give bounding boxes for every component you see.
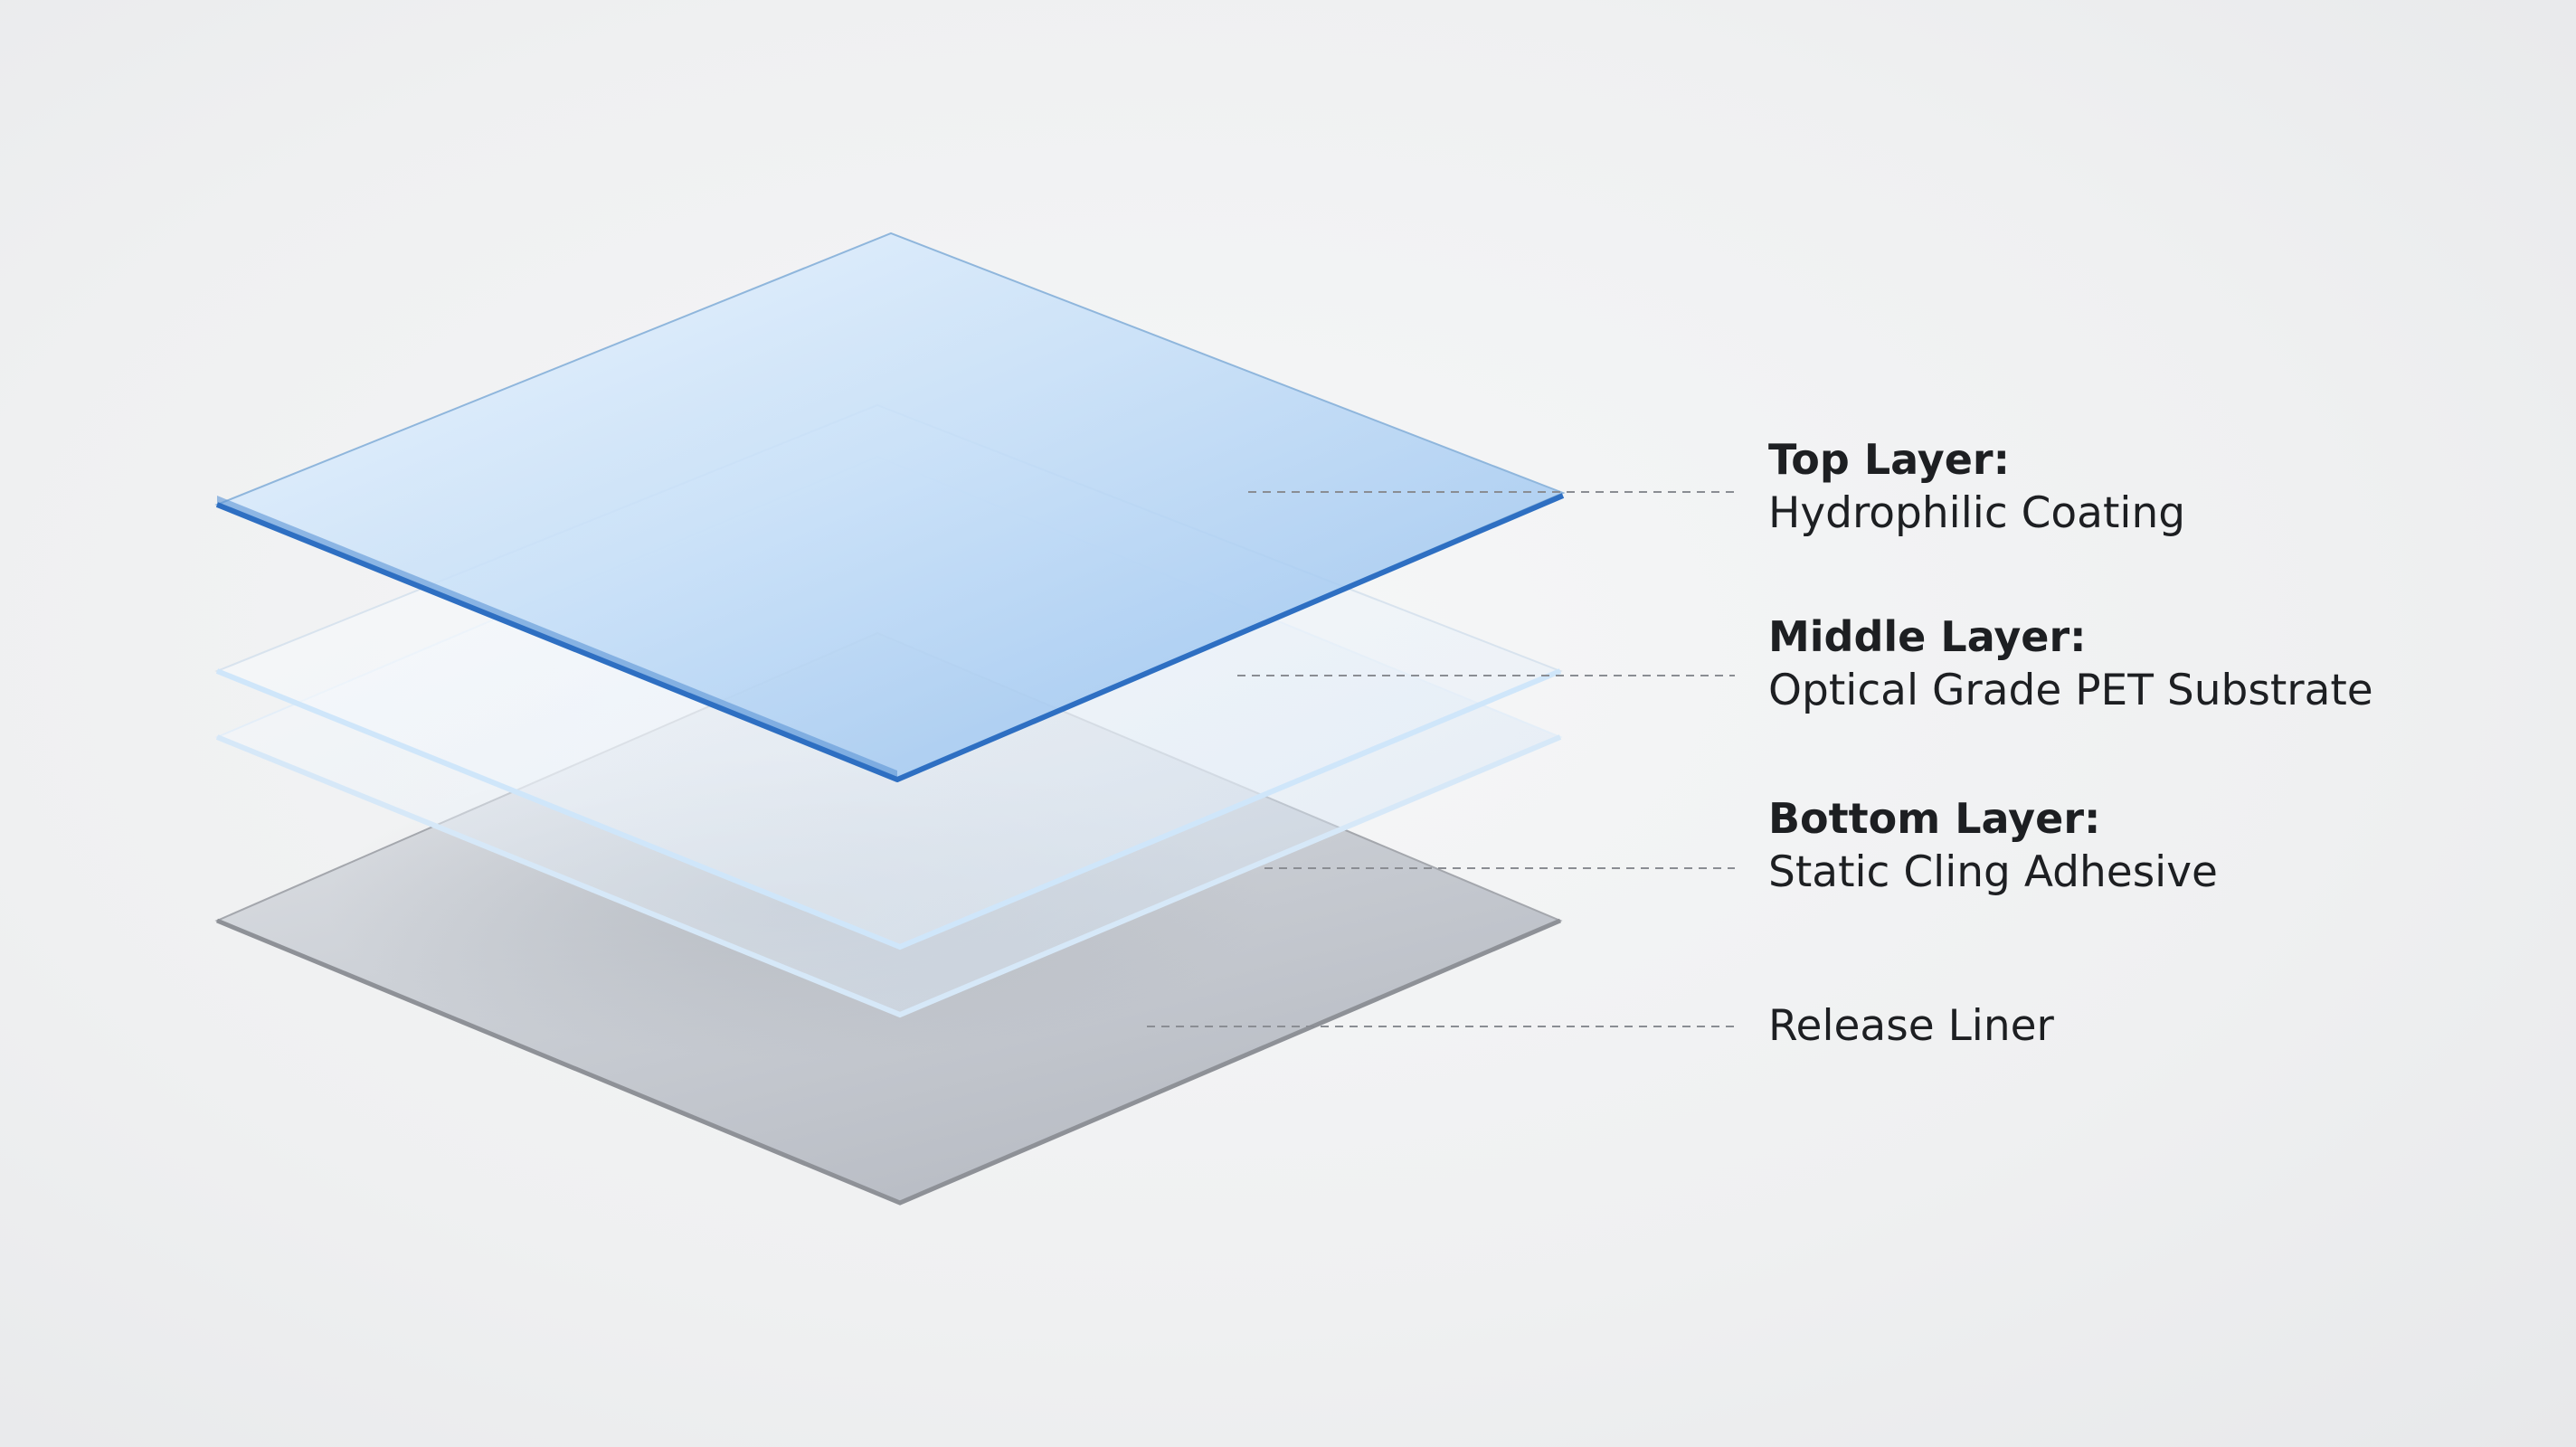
- middle-layer-description: Optical Grade PET Substrate: [1768, 666, 2373, 715]
- middle-layer-label: Middle Layer: Optical Grade PET Substrat…: [1768, 610, 2373, 718]
- top-layer-title: Top Layer:: [1768, 435, 2011, 484]
- middle-layer-title: Middle Layer:: [1768, 612, 2087, 661]
- top-layer-sheet: [214, 232, 1566, 782]
- release-liner-label: Release Liner: [1768, 999, 2054, 1054]
- release-liner-description: Release Liner: [1768, 1001, 2054, 1051]
- top-layer-description: Hydrophilic Coating: [1768, 488, 2186, 538]
- bottom-layer-label: Bottom Layer: Static Cling Adhesive: [1768, 791, 2218, 900]
- top-layer-label: Top Layer: Hydrophilic Coating: [1768, 432, 2185, 541]
- bottom-layer-description: Static Cling Adhesive: [1768, 847, 2218, 897]
- bottom-layer-title: Bottom Layer:: [1768, 794, 2101, 843]
